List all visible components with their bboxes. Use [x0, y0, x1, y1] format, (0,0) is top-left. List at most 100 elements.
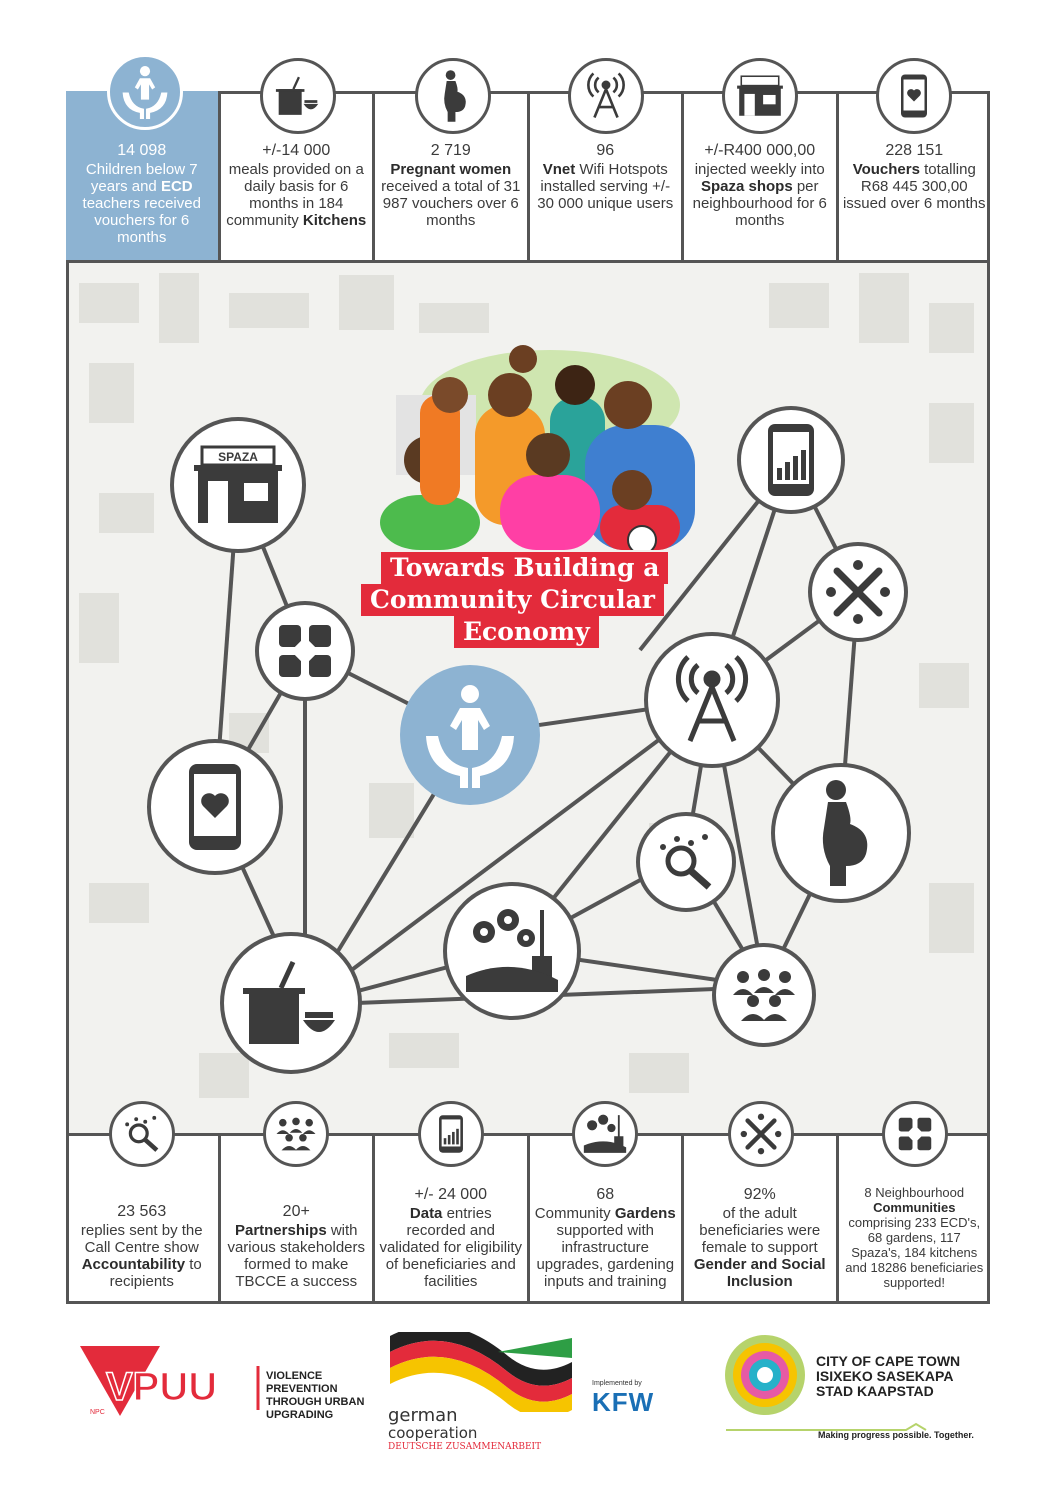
top-icon-badge	[876, 58, 952, 134]
accountability-node	[636, 812, 736, 912]
joined-hands-icon	[898, 1117, 932, 1151]
pregnant-woman-icon	[444, 70, 466, 122]
gc-line-1: german	[388, 1405, 458, 1426]
vpuu-npc-text: NPC	[90, 1409, 105, 1416]
gc-line-3: DEUTSCHE ZUSAMMENARBEIT	[388, 1442, 542, 1452]
stat-gender-inclusion: 92% of the adult beneficiaries were femal…	[684, 1136, 839, 1304]
child-node	[400, 665, 540, 805]
child-in-hands-icon	[122, 66, 168, 119]
top-icon-badge	[107, 54, 183, 130]
title-line-2: Community Circular	[361, 584, 664, 616]
city-slogan: Making progress possible. Together.	[818, 1430, 974, 1440]
cooking-pot-icon	[275, 76, 319, 115]
garden-shovel-icon	[583, 1114, 627, 1153]
vpuu-logo: VPUU NPC	[80, 1338, 260, 1423]
top-icon-badge	[568, 58, 644, 134]
top-icon-badge	[415, 58, 491, 134]
stat-text-bold: Kitchens	[302, 212, 367, 229]
stat-text-bold: Partnerships	[234, 1222, 327, 1239]
flag-ribbon-icon	[390, 1324, 572, 1418]
joined-hands-icon	[279, 625, 331, 677]
stat-partnerships: 20+Partnerships with various stakeholder…	[221, 1136, 375, 1304]
stat-text-pre: Community	[534, 1205, 615, 1222]
stat-text-pre: meals provided on a daily basis for 6 mo…	[226, 161, 364, 229]
stat-text-bold: ECD	[160, 178, 193, 195]
title-banner: Towards Building a Community Circular Ec…	[361, 548, 697, 652]
kfw-logo: Implemented by KFW	[592, 1380, 654, 1418]
partnerships-node	[712, 943, 816, 1047]
circle-of-people-icon	[740, 1113, 782, 1155]
circle-of-people-icon	[826, 560, 890, 624]
stat-text-post: Wifi Hotspots installed serving +/- 30 0…	[537, 161, 674, 212]
spaza-shop-icon	[737, 75, 783, 116]
stat-number: 228 151	[885, 142, 944, 159]
vpuu-tagline-line: PREVENTION	[266, 1383, 338, 1395]
phone-chart-icon	[768, 424, 814, 496]
people-group-icon	[733, 969, 795, 1021]
stat-text-bold: Vnet	[542, 161, 576, 178]
city-name-line: STAD KAAPSTAD	[816, 1383, 934, 1399]
bottom-icon-badge	[263, 1101, 329, 1167]
bottom-icon-badge	[572, 1101, 638, 1167]
phone-heart-icon	[189, 764, 241, 850]
city-name-line: ISIXEKO SASEKAPA	[816, 1368, 954, 1384]
bottom-icon-badge	[882, 1101, 948, 1167]
pregnant-women-node	[771, 763, 911, 903]
stat-text-bold: Vouchers	[852, 161, 920, 178]
stat-text-post: per neighbourhood for 6 months	[692, 178, 827, 229]
spaza-shop-node: SPAZA	[170, 417, 306, 553]
bottom-icon-badge	[109, 1101, 175, 1167]
vpuu-tagline-line: UPGRADING	[266, 1409, 334, 1421]
stat-number: 96	[596, 142, 615, 159]
stat-text-post: with various stakeholders formed to make…	[227, 1222, 366, 1290]
data-phone-node	[737, 406, 845, 514]
stat-text-post: to recipients	[109, 1256, 202, 1290]
stat-text-pre: injected weekly into	[694, 161, 825, 178]
stat-text-pre: of the adult beneficiaries were female t…	[699, 1205, 821, 1256]
gender-inclusion-node	[808, 542, 908, 642]
city-of-cape-town-logo: CITY OF CAPE TOWN ISIXEKO SASEKAPA STAD …	[722, 1332, 974, 1440]
top-icon-badge	[722, 58, 798, 134]
cooking-pot-icon	[243, 960, 335, 1044]
bottom-icon-badge	[418, 1101, 484, 1167]
stat-text-bold: Gardens	[614, 1205, 676, 1222]
stat-text-bold: Accountability	[81, 1256, 186, 1273]
kfw-pretext: Implemented by	[592, 1380, 642, 1387]
stat-text-pre: 8 Neighbourhood	[864, 1185, 965, 1200]
spaza-shop-icon: SPAZA	[194, 445, 282, 523]
vpuu-tagline: VIOLENCE PREVENTION THROUGH URBAN UPGRAD…	[266, 1370, 364, 1422]
title-line-1: Towards Building a	[381, 552, 669, 584]
partner-logos: VPUU NPC VIOLENCE PREVENTION THROUGH URB…	[0, 1320, 1058, 1497]
stat-communities: 8 Neighbourhood Communities comprising 2…	[839, 1136, 991, 1304]
garden-shovel-icon	[466, 909, 558, 992]
stat-number: 68	[596, 1186, 615, 1203]
top-icon-badge	[260, 58, 336, 134]
kfw-name: KFW	[592, 1387, 655, 1417]
people-group-icon	[276, 1117, 316, 1151]
garden-node	[443, 882, 581, 1020]
magnifier-icon	[660, 834, 712, 890]
city-emblem-icon	[725, 1335, 805, 1415]
wifi-tower-node	[644, 632, 780, 768]
title-line-3: Economy	[454, 616, 599, 648]
vpuu-tagline-line: THROUGH URBAN	[266, 1396, 365, 1408]
stat-text-pre: replies sent by the Call Centre show	[80, 1222, 203, 1256]
magnifier-icon	[125, 1115, 159, 1152]
pregnant-woman-icon	[822, 780, 868, 886]
vpuu-logo-text: VPUU	[106, 1365, 217, 1409]
stat-text-bold: Spaza shops	[700, 178, 793, 195]
stat-text-post: supported with infrastructure upgrades, …	[536, 1222, 675, 1290]
stat-number: +/- 24 000	[414, 1186, 488, 1203]
phone-heart-icon	[901, 74, 927, 118]
partnership-hands-node	[255, 601, 355, 701]
stat-number: 92%	[743, 1186, 776, 1203]
stat-text-bold: Communities	[873, 1200, 956, 1215]
stat-text-bold: Gender and Social Inclusion	[693, 1256, 826, 1290]
